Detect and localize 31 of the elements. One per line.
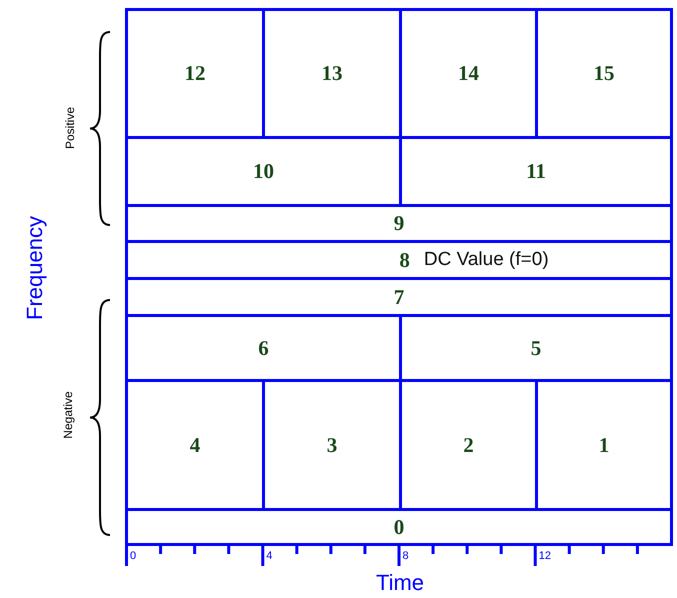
tick-label: 4	[266, 550, 272, 562]
cell-number: 14	[458, 61, 479, 86]
grid-cell	[125, 204, 673, 243]
cell-number: 5	[530, 336, 542, 360]
cell-number: 10	[253, 159, 274, 184]
grid-cell	[535, 8, 673, 139]
tick-label: 8	[402, 550, 409, 562]
grid-cell	[125, 240, 673, 280]
cell-number: 12	[184, 61, 206, 86]
cell-number: 15	[594, 61, 614, 86]
axis-label: Positive	[63, 106, 77, 150]
grid-cell	[125, 8, 265, 139]
tick-label: 0	[130, 550, 136, 562]
cell-number: 1	[598, 432, 610, 458]
cell-number: 0	[394, 514, 404, 540]
cell-note: DC Value (f=0)	[424, 249, 549, 271]
cell-number: 4	[190, 432, 200, 458]
cell-number: 2	[463, 432, 474, 458]
axis-title: Time	[376, 570, 424, 596]
cell-number: 9	[394, 211, 404, 236]
axis-title: Frequency	[22, 216, 48, 320]
cell-number: 6	[258, 336, 269, 360]
grid-cell	[125, 508, 673, 546]
cell-number: 3	[326, 432, 338, 458]
cell-number: 7	[394, 284, 404, 310]
tick-label: 12	[538, 550, 551, 562]
cell-number: 11	[526, 159, 546, 184]
grid-cell	[125, 277, 673, 317]
cell-number: 8	[399, 248, 410, 272]
cell-number: 13	[322, 61, 342, 86]
axis-label: Negative	[61, 391, 75, 439]
